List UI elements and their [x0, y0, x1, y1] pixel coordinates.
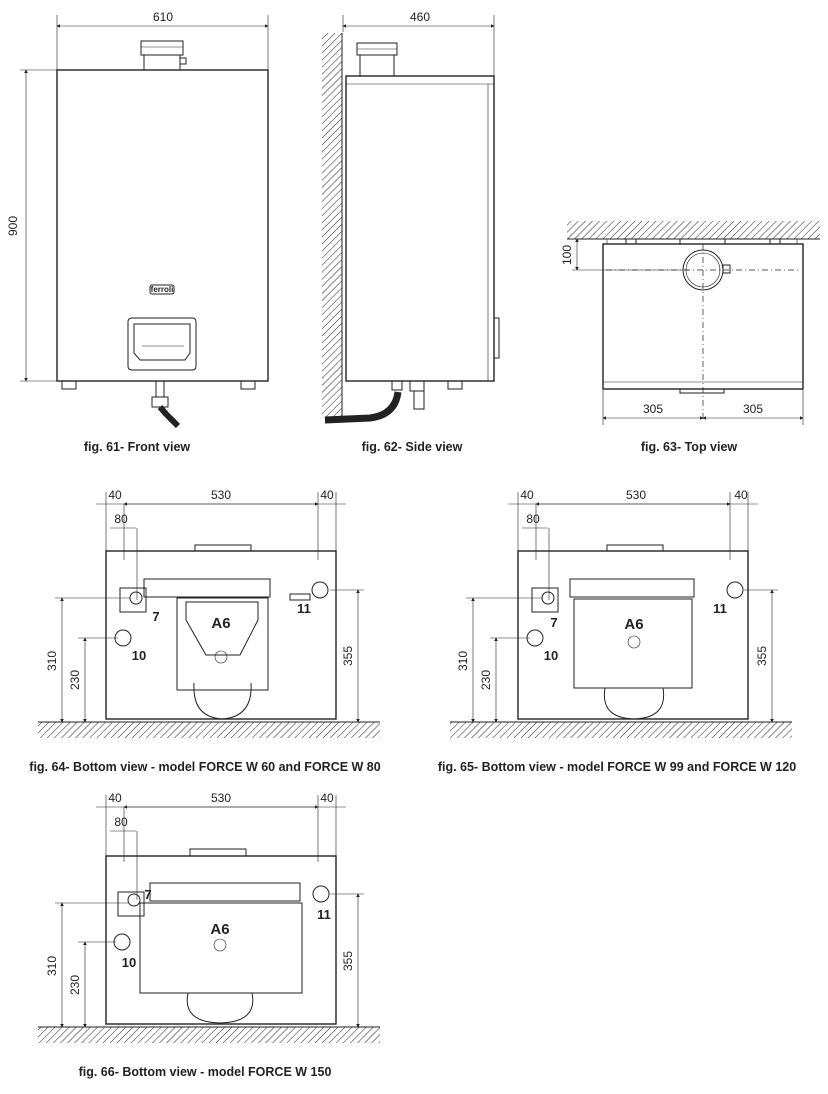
fig65-caption: fig. 65- Bottom view - model FORCE W 99 …	[438, 760, 796, 774]
fig66-h1-dim: 310	[45, 956, 59, 976]
fig66-inner-dim: 80	[114, 815, 128, 829]
fig64-casing	[105, 550, 337, 720]
fig64-left-dim: 40	[108, 488, 122, 502]
fig65-middle-dim: 530	[626, 488, 646, 502]
fig65-casing	[517, 550, 749, 720]
fig65-h3-dim: 355	[755, 646, 769, 666]
fig65-inner-dim: 80	[526, 512, 540, 526]
boiler-side-body	[345, 75, 495, 382]
fig66-label-7: 7	[144, 887, 151, 902]
fig61-front-view: 610 900 ferroli fig. 61- Front view	[6, 10, 269, 454]
fig62-side-view: 460 fig. 62- Side view	[322, 10, 500, 454]
fig66-h2-dim: 230	[68, 975, 82, 995]
fig66-bottom-view: 40 530 40 80 A6 7 10 11 310 230 355 fig.…	[38, 791, 380, 1079]
fig61-caption: fig. 61- Front view	[84, 440, 191, 454]
fig66-label-a6: A6	[210, 921, 229, 938]
fig65-h1-dim: 310	[456, 651, 470, 671]
fig66-caption: fig. 66- Bottom view - model FORCE W 150	[79, 1065, 332, 1079]
fig64-h2-dim: 230	[68, 670, 82, 690]
fig64-label-11: 11	[297, 601, 311, 616]
fig64-caption: fig. 64- Bottom view - model FORCE W 60 …	[29, 760, 380, 774]
boiler-top-body	[602, 243, 804, 390]
fig65-label-7: 7	[550, 615, 557, 630]
fig63-left-dim: 305	[643, 402, 663, 416]
fig63-offset-dim: 100	[560, 245, 574, 265]
fig64-h3-dim: 355	[341, 646, 355, 666]
fig66-h3-dim: 355	[341, 951, 355, 971]
control-panel	[127, 317, 197, 371]
fig61-width-dim: 610	[153, 10, 173, 24]
boiler-front-body	[56, 69, 269, 382]
fig65-label-a6: A6	[624, 616, 643, 633]
fig64-bottom-view: 40 530 40 80 A6 7 10 11 310 230 355	[29, 488, 380, 774]
fig66-right-dim: 40	[320, 791, 334, 805]
fig65-right-dim: 40	[734, 488, 748, 502]
fig64-h1-dim: 310	[45, 651, 59, 671]
fig63-right-dim: 305	[743, 402, 763, 416]
fig62-caption: fig. 62- Side view	[362, 440, 463, 454]
fig65-h2-dim: 230	[479, 670, 493, 690]
ferroli-logo: ferroli	[151, 285, 174, 294]
fig64-right-dim: 40	[320, 488, 334, 502]
fig62-depth-dim: 460	[410, 10, 430, 24]
fig65-bottom-view: 40 530 40 80 A6 7 10 11 310 230 355 fig.…	[438, 488, 796, 774]
fig65-label-11: 11	[713, 601, 727, 616]
fig66-label-10: 10	[122, 955, 136, 970]
fig64-middle-dim: 530	[211, 488, 231, 502]
fig66-label-11: 11	[317, 907, 331, 922]
fig66-middle-dim: 530	[211, 791, 231, 805]
fig65-label-10: 10	[544, 648, 558, 663]
fig66-left-dim: 40	[108, 791, 122, 805]
fig64-label-10: 10	[132, 648, 146, 663]
fig63-top-view: 100 305 305 fig. 63- Top view	[560, 221, 820, 454]
fig64-inner-dim: 80	[114, 512, 128, 526]
fig64-label-a6: A6	[211, 615, 230, 632]
fig65-left-dim: 40	[520, 488, 534, 502]
fig64-label-7: 7	[152, 609, 159, 624]
fig63-caption: fig. 63- Top view	[641, 440, 738, 454]
fig61-height-dim: 900	[6, 216, 20, 236]
